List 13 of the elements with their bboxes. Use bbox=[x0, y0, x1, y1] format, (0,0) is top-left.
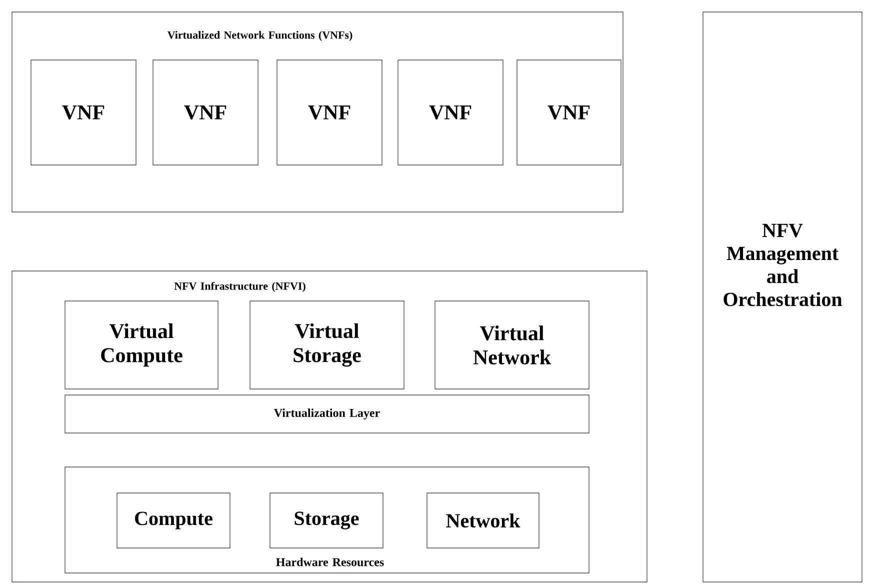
vnf-box: VNF bbox=[516, 60, 622, 166]
resource-box: Network bbox=[426, 492, 540, 548]
resource-box: Compute bbox=[116, 492, 230, 548]
management-box: NFV Management and Orchestration bbox=[702, 12, 862, 582]
vnf-box: VNF bbox=[276, 60, 382, 166]
vnf-box: VNF bbox=[30, 60, 136, 166]
layer-box: Virtualization Layer bbox=[64, 394, 590, 434]
vnf-box: VNF bbox=[398, 60, 504, 166]
resource-box: Virtual Storage bbox=[250, 300, 404, 390]
resource-box: Virtual Compute bbox=[64, 300, 218, 390]
resource-box: Virtual Network bbox=[434, 300, 590, 390]
resource-box: Storage bbox=[270, 492, 384, 548]
vnf-box: VNF bbox=[152, 60, 258, 166]
